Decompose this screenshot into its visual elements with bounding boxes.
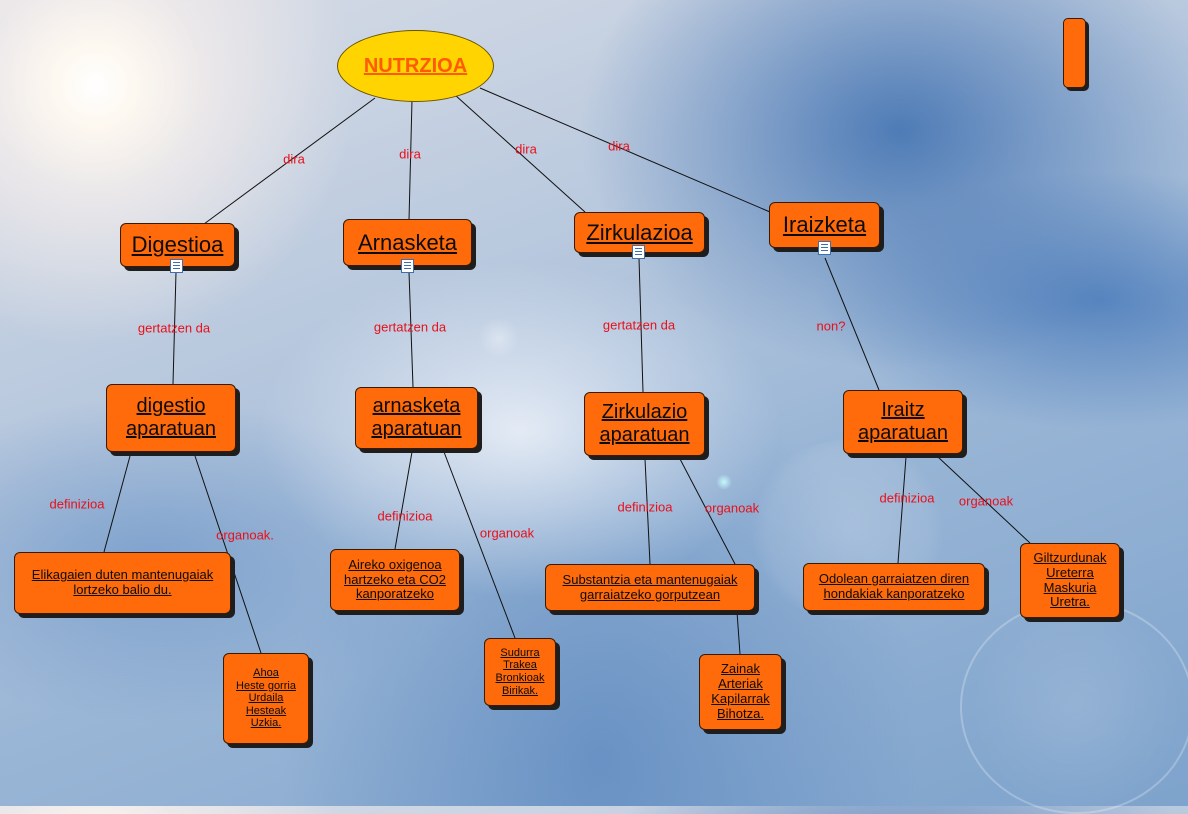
link-label-organoak: organoak. bbox=[216, 527, 274, 543]
link-label-organoak: organoak bbox=[479, 525, 535, 541]
concept-digestio-definizioa[interactable]: Elikagaien duten mantenugaiak lortzeko b… bbox=[14, 552, 231, 614]
link-label-dira: dira bbox=[283, 151, 305, 167]
document-icon[interactable] bbox=[818, 241, 831, 255]
concept-iraitz-definizioa[interactable]: Odolean garraiatzen diren hondakiak kanp… bbox=[803, 563, 985, 611]
link-label-gertatzen-da: gertatzen da bbox=[137, 320, 211, 336]
link-label-definizioa: definizioa bbox=[377, 508, 433, 524]
concept-iraizketa[interactable]: Iraizketa bbox=[769, 202, 880, 248]
concept-iraitz-aparatuan[interactable]: Iraitz aparatuan bbox=[843, 390, 963, 454]
concept-digestio-organoak[interactable]: Ahoa Heste gorria Urdaila Hesteak Uzkia. bbox=[223, 653, 309, 744]
document-icon[interactable] bbox=[632, 245, 645, 259]
concept-root-nutrzioa[interactable]: NUTRZIOA bbox=[337, 30, 494, 102]
link-label-dira: dira bbox=[608, 138, 630, 154]
link-label-non: non? bbox=[816, 318, 846, 334]
concept-arnasketa-organoak[interactable]: Sudurra Trakea Bronkioak Birikak. bbox=[484, 638, 556, 706]
document-icon[interactable] bbox=[170, 259, 183, 273]
link-label-definizioa: definizioa bbox=[49, 496, 105, 512]
side-panel-handle[interactable] bbox=[1063, 18, 1086, 88]
concept-iraitz-organoak[interactable]: Giltzurdunak Ureterra Maskuria Uretra. bbox=[1020, 543, 1120, 618]
concept-arnasketa-aparatuan[interactable]: arnasketa aparatuan bbox=[355, 387, 478, 449]
link-label-gertatzen-da: gertatzen da bbox=[373, 319, 447, 335]
concept-zirkulazio-definizioa[interactable]: Substantzia eta mantenugaiak garraiatzek… bbox=[545, 564, 755, 611]
link-label-definizioa: definizioa bbox=[617, 499, 673, 515]
link-label-dira: dira bbox=[515, 141, 537, 157]
document-icon[interactable] bbox=[401, 259, 414, 273]
link-label-organoak: organoak bbox=[704, 500, 760, 516]
concept-arnasketa-definizioa[interactable]: Aireko oxigenoa hartzeko eta CO2 kanpora… bbox=[330, 549, 460, 611]
link-label-definizioa: definizioa bbox=[879, 490, 935, 506]
concept-zirkulazio-aparatuan[interactable]: Zirkulazio aparatuan bbox=[584, 392, 705, 456]
link-label-organoak: organoak bbox=[958, 493, 1014, 509]
concept-arnasketa[interactable]: Arnasketa bbox=[343, 219, 472, 266]
link-label-gertatzen-da: gertatzen da bbox=[602, 317, 676, 333]
concept-digestio-aparatuan[interactable]: digestio aparatuan bbox=[106, 384, 236, 452]
link-label-dira: dira bbox=[399, 146, 421, 162]
concept-zirkulazio-organoak[interactable]: Zainak Arteriak Kapilarrak Bihotza. bbox=[699, 654, 782, 730]
